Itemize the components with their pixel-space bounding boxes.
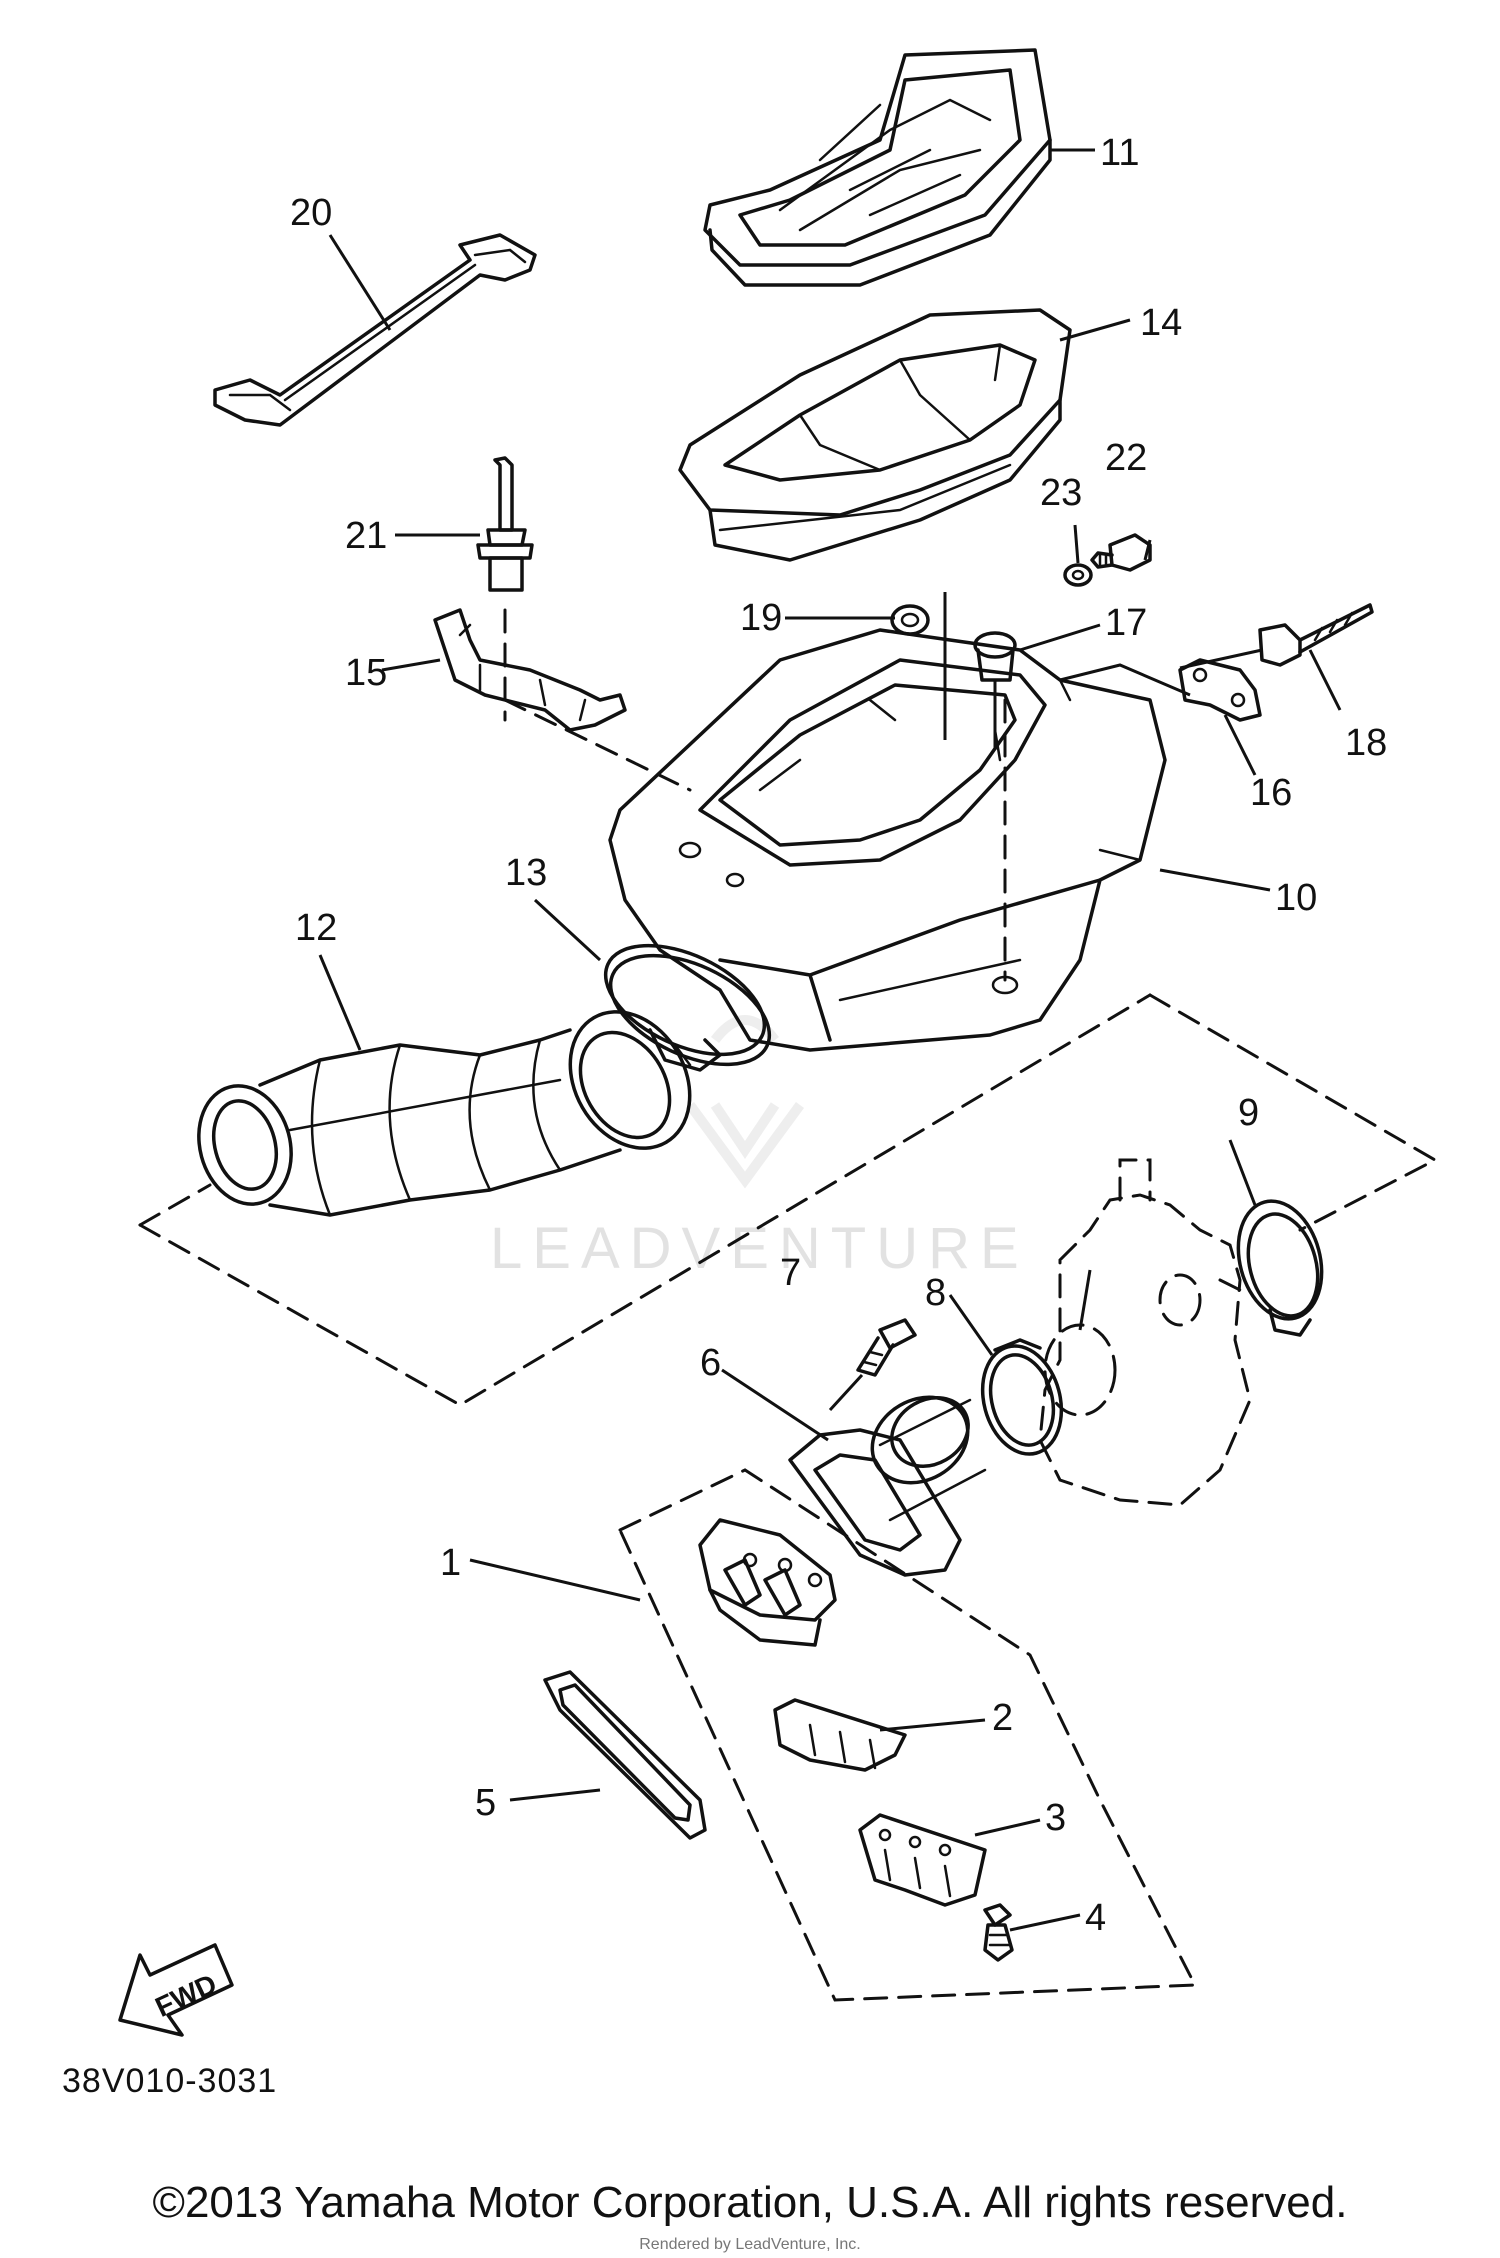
callout-13: 13: [505, 852, 547, 894]
callout-20: 20: [290, 192, 332, 234]
callout-19: 19: [740, 597, 782, 639]
callout-2: 2: [992, 1697, 1013, 1739]
part-code: 38V010-3031: [62, 2062, 278, 2100]
fwd-arrow-icon: FWD: [118, 1943, 234, 2037]
part-1-reed-valve-assembly: [618, 1468, 1198, 2002]
callout-17: 17: [1105, 602, 1147, 644]
callout-8: 8: [925, 1272, 946, 1314]
callout-5: 5: [475, 1782, 496, 1824]
callout-18: 18: [1345, 722, 1387, 764]
part-22-screw: [1090, 533, 1152, 572]
carburetor: [1038, 1158, 1252, 1507]
part-9-clamp: [1236, 1199, 1324, 1337]
callout-14: 14: [1140, 302, 1182, 344]
callout-12: 12: [295, 907, 337, 949]
part-19-nut: [890, 592, 947, 740]
part-13-clamp: [603, 943, 772, 1072]
leader-lines: [318, 148, 1342, 1932]
part-10-air-box: [608, 628, 1167, 1052]
watermark-text: LEADVENTURE: [490, 1216, 1029, 1281]
part-6-manifold: [788, 1395, 987, 1577]
part-8-clamp: [980, 1338, 1064, 1456]
fwd-label: FWD: [151, 1968, 222, 2023]
part-11-filter-cover: [703, 48, 1052, 287]
part-17-grommet: [973, 631, 1017, 750]
callout-21: 21: [345, 515, 387, 557]
callout-6: 6: [700, 1342, 721, 1384]
part-5-gasket: [543, 1670, 707, 1840]
callout-4: 4: [1085, 1897, 1106, 1939]
callout-9: 9: [1238, 1092, 1259, 1134]
part-15-bracket: [433, 608, 692, 792]
part-23-washer: [1063, 563, 1093, 587]
callout-3: 3: [1045, 1797, 1066, 1839]
callout-15: 15: [345, 652, 387, 694]
callout-10: 10: [1275, 877, 1317, 919]
part-18-screw: [1179, 603, 1374, 670]
callout-11: 11: [1100, 132, 1139, 174]
part-7-bolt: [828, 1318, 917, 1412]
part-16-clip: [1059, 658, 1262, 722]
part-2-reed: [773, 1698, 907, 1772]
part-14-filter-element: [678, 308, 1072, 562]
callout-16: 16: [1250, 772, 1292, 814]
part-3-stopper: [858, 1813, 987, 1907]
copyright-notice: ©2013 Yamaha Motor Corporation, U.S.A. A…: [152, 2178, 1348, 2227]
alignment-lines: [138, 993, 1439, 1407]
rendered-by-notice: Rendered by LeadVenture, Inc.: [639, 2236, 861, 2253]
callout-23: 23: [1040, 472, 1082, 514]
part-20-strap: [213, 233, 537, 427]
callout-22: 22: [1105, 437, 1147, 479]
callout-7: 7: [780, 1252, 801, 1294]
callout-labels: 1 2 3 4 5 6 7 8 9 10 11 12 13 14 15 16 1…: [290, 132, 1387, 1939]
part-21-bolt: [476, 456, 534, 722]
callout-1: 1: [440, 1542, 461, 1584]
part-4-screw: [983, 1903, 1014, 1962]
part-12-intake-duct: [197, 1010, 692, 1217]
